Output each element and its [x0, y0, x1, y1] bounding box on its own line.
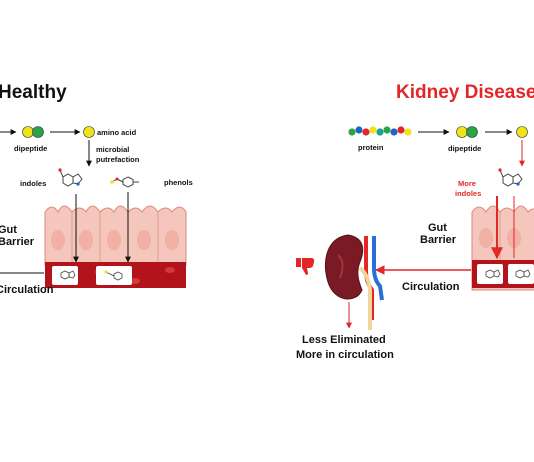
thumbs-down-icon [296, 258, 315, 275]
gut-barrier-label-4: Barrier [420, 234, 457, 246]
healthy-title: Healthy [0, 82, 67, 103]
kidney-disease-panel: Kidney Disease protein dipeptide More in… [296, 82, 534, 361]
amino-acid-icon [83, 126, 95, 138]
dipeptide-label-2: dipeptide [448, 144, 481, 153]
blood-vessel-2 [472, 260, 534, 288]
process-label-1: microbial [96, 145, 129, 154]
kidney-icon [325, 234, 384, 330]
protein-label: protein [358, 143, 384, 152]
dipeptide-icon-2 [456, 126, 478, 138]
phenols-label: phenols [164, 178, 193, 187]
dipeptide-icon [22, 126, 44, 138]
outcome-label-1: Less Eliminated [302, 334, 386, 346]
dipeptide-label: dipeptide [14, 144, 47, 153]
circulation-label-2: Circulation [402, 281, 460, 293]
kidney-disease-title: Kidney Disease [396, 82, 534, 103]
more-indoles-label-2: indoles [455, 189, 481, 198]
amino-acid-icon-2 [516, 126, 528, 138]
process-label-2: putrefaction [96, 155, 140, 164]
gut-barrier-label-1: Gut [0, 224, 17, 236]
phenol-molecule-icon [110, 176, 139, 188]
gut-wall [44, 205, 187, 266]
healthy-panel: Healthy dipeptide amino acid microbial p… [0, 82, 193, 296]
blood-vessel [45, 262, 186, 288]
gut-barrier-label-3: Gut [428, 222, 447, 234]
indole-molecule-icon [58, 168, 83, 187]
protein-chain-icon [348, 126, 412, 136]
outcome-label-2: More in circulation [296, 349, 394, 361]
indole-molecule-icon-2 [498, 168, 523, 187]
amino-acid-label: amino acid [97, 128, 137, 137]
circulation-label: Circulation [0, 284, 54, 296]
indoles-label: indoles [20, 179, 46, 188]
gut-barrier-label-2: Barrier [0, 236, 35, 248]
more-indoles-label-1: More [458, 179, 476, 188]
